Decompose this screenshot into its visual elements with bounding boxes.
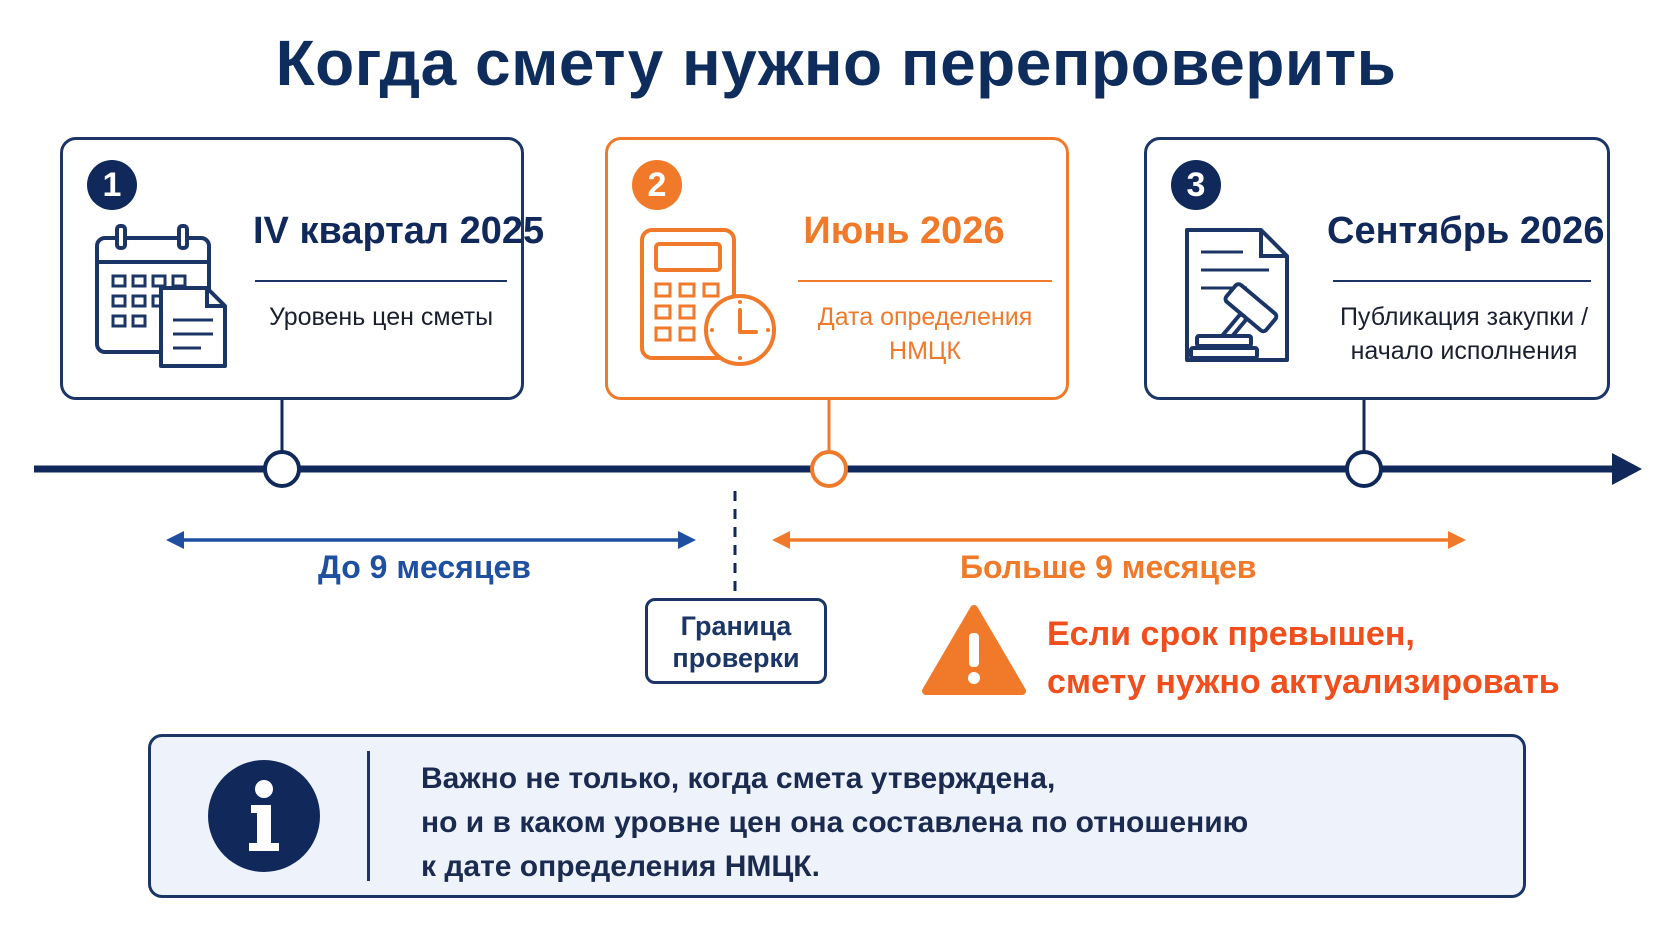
card-publication: 3 Сентябрь 2026 Публикация закупки / нач… bbox=[1144, 137, 1610, 400]
range-arrow-after bbox=[772, 531, 1466, 549]
card-divider bbox=[798, 280, 1052, 282]
boundary-label: Граница проверки bbox=[645, 598, 827, 684]
calendar-document-icon bbox=[95, 224, 227, 368]
timeline bbox=[34, 400, 1642, 598]
timeline-marker-3 bbox=[1345, 450, 1383, 488]
step-number-2: 2 bbox=[632, 160, 682, 210]
card-subtitle: Уровень цен сметы bbox=[268, 303, 494, 331]
card-title: Сентябрь 2026 bbox=[1327, 210, 1605, 252]
timeline-marker-1 bbox=[263, 450, 301, 488]
card-subtitle: Дата определения НМЦК bbox=[817, 303, 1033, 365]
info-icon bbox=[208, 760, 320, 872]
card-title: Июнь 2026 bbox=[803, 210, 1005, 252]
card-divider bbox=[1333, 280, 1591, 282]
card-divider bbox=[255, 280, 507, 282]
step-number-3: 3 bbox=[1171, 160, 1221, 210]
range-label-before: До 9 месяцев bbox=[318, 549, 531, 585]
card-subtitle: Публикация закупки / начало исполнения bbox=[1339, 303, 1589, 365]
range-label-after: Больше 9 месяцев bbox=[960, 549, 1257, 585]
calculator-clock-icon bbox=[640, 228, 776, 366]
warning-triangle-icon bbox=[922, 605, 1026, 695]
page-title: Когда смету нужно перепроверить bbox=[275, 27, 1397, 99]
warning-message: Если срок превышен, смету нужно актуализ… bbox=[1047, 615, 1560, 701]
card-title: IV квартал 2025 bbox=[253, 210, 545, 252]
document-gavel-icon bbox=[1185, 228, 1289, 362]
card-nmck-date: 2 Июнь 2026 Дата определения НМЦК bbox=[605, 137, 1069, 400]
step-number-1: 1 bbox=[87, 160, 137, 210]
info-divider bbox=[367, 751, 370, 881]
info-panel: Важно не только, когда смета утверждена,… bbox=[148, 734, 1526, 898]
timeline-arrowhead bbox=[1612, 453, 1642, 485]
range-arrow-before bbox=[166, 531, 696, 549]
card-price-level: 1 IV квартал 2025 Уровень цен сметы bbox=[60, 137, 545, 400]
timeline-marker-2 bbox=[810, 450, 848, 488]
info-message: Важно не только, когда смета утверждена,… bbox=[421, 762, 1249, 883]
